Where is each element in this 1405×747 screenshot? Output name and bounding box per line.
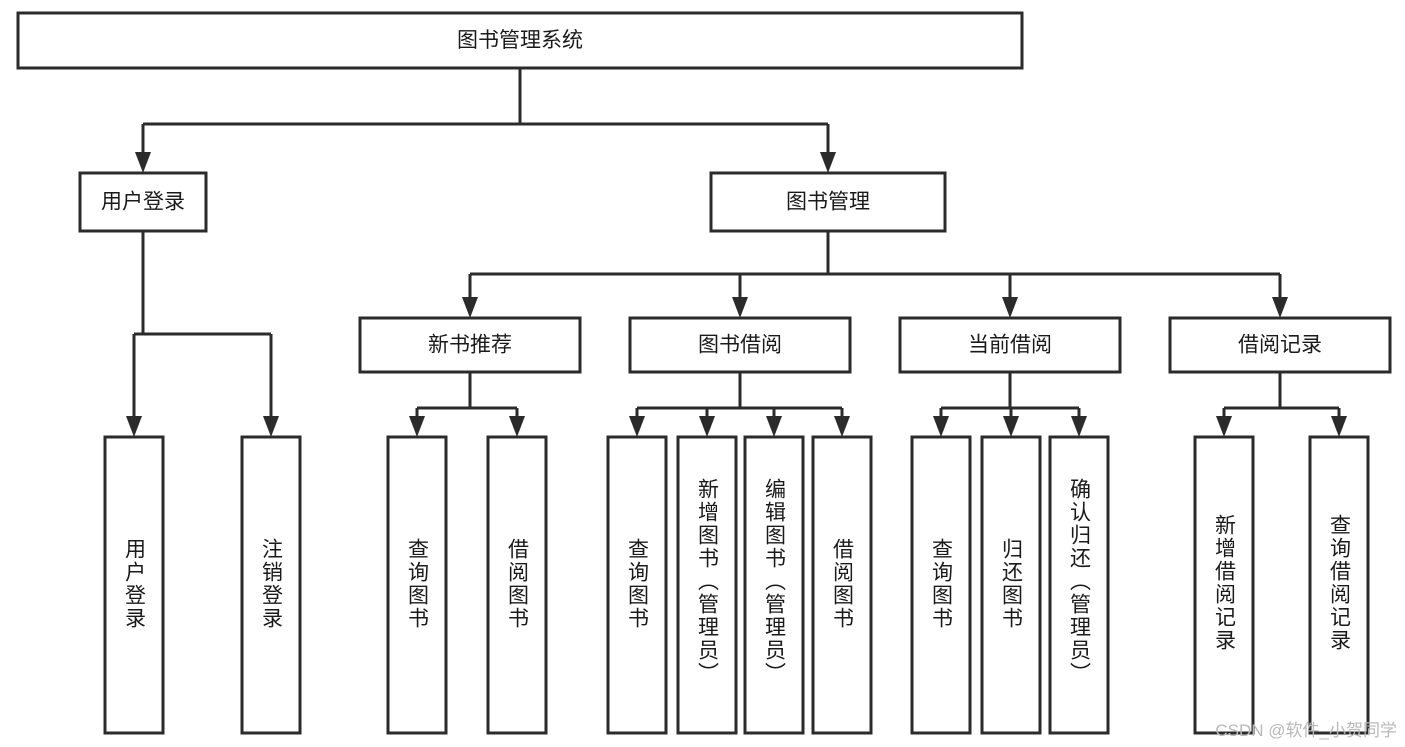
node-box[interactable] (1168, 316, 1392, 374)
node-新增图书管理员[interactable]: 新增图书（管理员） (676, 435, 738, 735)
node-box[interactable] (16, 11, 1024, 70)
node-label-wrapper: 新增借阅记录 (1212, 514, 1236, 652)
node-box[interactable] (486, 435, 548, 735)
node-label: 查询图书 (405, 538, 429, 630)
node-box[interactable] (1048, 435, 1110, 735)
arrow-head-icon (1272, 297, 1288, 318)
node-借阅图书[interactable]: 借阅图书 (811, 435, 873, 735)
node-box[interactable] (1193, 435, 1255, 735)
node-label: 当前借阅 (968, 334, 1052, 357)
node-box[interactable] (910, 435, 972, 735)
node-图书管理系统[interactable]: 图书管理系统 (16, 11, 1024, 70)
node-box[interactable] (78, 171, 208, 233)
node-label-wrapper: 编辑图书（管理员） (762, 478, 786, 685)
node-label-wrapper: 查询借阅记录 (1327, 514, 1351, 652)
node-box[interactable] (240, 435, 302, 735)
node-label-wrapper: 归还图书 (999, 538, 1023, 630)
node-box[interactable] (709, 171, 947, 233)
node-label: 新书推荐 (428, 334, 512, 357)
node-label-wrapper: 查询图书 (405, 538, 429, 630)
arrow-head-icon (1216, 416, 1232, 437)
node-label-wrapper: 借阅图书 (830, 538, 854, 630)
node-label: 查询图书 (625, 538, 649, 630)
arrow-head-icon (699, 416, 715, 437)
node-用户登录[interactable]: 用户登录 (103, 435, 165, 735)
arrow-head-icon (1003, 416, 1019, 437)
node-新书推荐[interactable]: 新书推荐 (358, 316, 582, 374)
node-box[interactable] (1308, 435, 1370, 735)
arrow-head-icon (409, 416, 425, 437)
node-图书借阅[interactable]: 图书借阅 (628, 316, 852, 374)
node-label: 用户登录 (122, 538, 146, 630)
arrow-head-icon (509, 416, 525, 437)
node-归还图书[interactable]: 归还图书 (980, 435, 1042, 735)
node-用户登录[interactable]: 用户登录 (78, 171, 208, 233)
node-label-wrapper: 确认归还（管理员） (1067, 478, 1091, 685)
node-当前借阅[interactable]: 当前借阅 (898, 316, 1122, 374)
node-label: 图书管理系统 (457, 29, 583, 52)
node-查询借阅记录[interactable]: 查询借阅记录 (1308, 435, 1370, 735)
arrow-head-icon (126, 416, 142, 437)
node-label: 新增借阅记录 (1212, 514, 1236, 652)
node-box[interactable] (743, 435, 805, 735)
node-label-wrapper: 借阅图书 (505, 538, 529, 630)
arrow-head-icon (1002, 297, 1018, 318)
watermark-label: CSDN @软件_小贺同学 (1215, 721, 1397, 740)
node-label: 确认归还（管理员） (1067, 478, 1091, 685)
node-label: 查询图书 (929, 538, 953, 630)
node-box[interactable] (811, 435, 873, 735)
node-label: 图书管理 (786, 191, 870, 214)
node-layer: 图书管理系统用户登录图书管理新书推荐图书借阅当前借阅借阅记录用户登录注销登录查询… (16, 11, 1392, 735)
arrow-head-icon (834, 416, 850, 437)
arrow-head-icon (732, 297, 748, 318)
arrow-head-icon (766, 416, 782, 437)
node-label-wrapper: 用户登录 (122, 538, 146, 630)
arrow-head-icon (462, 297, 478, 318)
node-label-wrapper: 注销登录 (259, 538, 283, 630)
node-label: 编辑图书（管理员） (762, 478, 786, 685)
node-新增借阅记录[interactable]: 新增借阅记录 (1193, 435, 1255, 735)
node-box[interactable] (386, 435, 448, 735)
node-label: 归还图书 (999, 538, 1023, 630)
node-label-wrapper: 查询图书 (625, 538, 649, 630)
node-借阅图书[interactable]: 借阅图书 (486, 435, 548, 735)
node-box[interactable] (358, 316, 582, 374)
node-label: 注销登录 (259, 538, 283, 630)
node-查询图书[interactable]: 查询图书 (910, 435, 972, 735)
node-查询图书[interactable]: 查询图书 (606, 435, 668, 735)
arrow-head-icon (135, 152, 151, 173)
node-box[interactable] (628, 316, 852, 374)
node-label: 借阅图书 (830, 538, 854, 630)
node-box[interactable] (980, 435, 1042, 735)
node-box[interactable] (676, 435, 738, 735)
node-label: 用户登录 (101, 191, 185, 214)
node-图书管理[interactable]: 图书管理 (709, 171, 947, 233)
node-label: 借阅记录 (1238, 334, 1322, 357)
arrow-head-icon (1331, 416, 1347, 437)
node-label-wrapper: 查询图书 (929, 538, 953, 630)
arrow-head-icon (1071, 416, 1087, 437)
node-注销登录[interactable]: 注销登录 (240, 435, 302, 735)
node-编辑图书管理员[interactable]: 编辑图书（管理员） (743, 435, 805, 735)
connector-layer (126, 68, 1347, 437)
node-label: 借阅图书 (505, 538, 529, 630)
node-label: 图书借阅 (698, 334, 782, 357)
node-box[interactable] (898, 316, 1122, 374)
node-box[interactable] (103, 435, 165, 735)
arrow-head-icon (820, 152, 836, 173)
arrow-head-icon (629, 416, 645, 437)
arrow-head-icon (933, 416, 949, 437)
arrow-head-icon (263, 416, 279, 437)
node-借阅记录[interactable]: 借阅记录 (1168, 316, 1392, 374)
node-label: 查询借阅记录 (1327, 514, 1351, 652)
node-label-wrapper: 新增图书（管理员） (695, 478, 719, 685)
node-查询图书[interactable]: 查询图书 (386, 435, 448, 735)
node-box[interactable] (606, 435, 668, 735)
node-确认归还管理员[interactable]: 确认归还（管理员） (1048, 435, 1110, 735)
node-label: 新增图书（管理员） (695, 478, 719, 685)
